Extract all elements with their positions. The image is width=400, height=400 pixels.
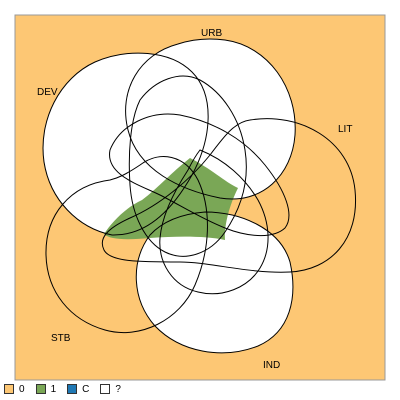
- set-outline-urb-inner: [128, 75, 247, 257]
- set-outline-ind-inner: [159, 149, 269, 295]
- set-label-urb: URB: [201, 28, 222, 39]
- legend: 0 1 C ?: [4, 382, 132, 396]
- legend-swatch: [35, 384, 46, 394]
- set-outline-urb: [125, 38, 296, 200]
- set-label-stb: STB: [51, 333, 71, 344]
- legend-swatch: [67, 384, 78, 394]
- legend-item: C: [67, 384, 89, 395]
- set-outline-lit: [101, 118, 357, 273]
- set-label-ind: IND: [263, 360, 280, 371]
- set-shape-ind: [136, 212, 293, 353]
- legend-swatch: [100, 384, 111, 394]
- legend-label: C: [82, 383, 90, 395]
- set-outline-dev-inner: [109, 113, 290, 237]
- legend-item: 0: [4, 384, 25, 395]
- set-outline-ind: [135, 211, 294, 354]
- set-outline-dev: [42, 52, 209, 236]
- legend-label: 0: [19, 383, 25, 395]
- set-label-dev: DEV: [37, 87, 58, 98]
- set-label-lit: LIT: [338, 124, 352, 135]
- legend-swatch: [4, 384, 14, 394]
- legend-label: ?: [115, 383, 121, 395]
- legend-item: ?: [100, 384, 121, 395]
- legend-label: 1: [50, 383, 57, 395]
- legend-item: 1: [35, 383, 57, 395]
- set-outline-stb: [45, 156, 208, 334]
